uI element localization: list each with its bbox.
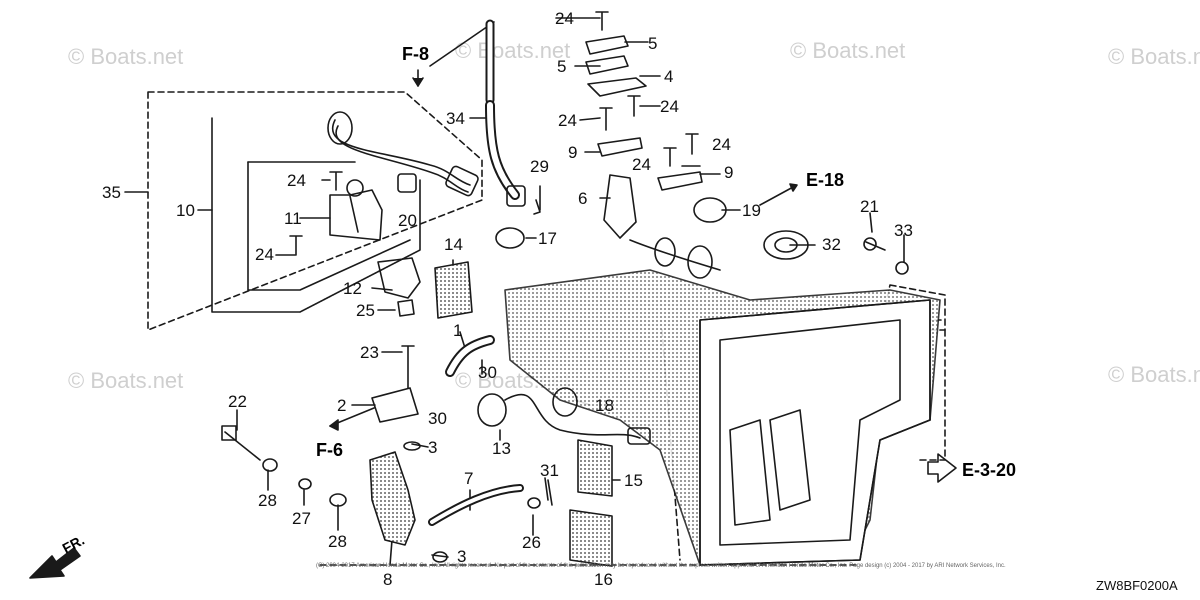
watermark: © Boats.net xyxy=(68,368,184,393)
drawing-code: ZW8BF0200A xyxy=(1096,578,1178,593)
callout-28[interactable]: 28 xyxy=(258,491,277,510)
callout-33[interactable]: 33 xyxy=(894,221,913,240)
callout-24[interactable]: 24 xyxy=(712,135,731,154)
callout-9[interactable]: 9 xyxy=(568,143,578,162)
callout-17[interactable]: 17 xyxy=(538,229,557,248)
callout-24[interactable]: 24 xyxy=(555,9,574,28)
callout-3[interactable]: 3 xyxy=(428,438,438,457)
callout-28[interactable]: 28 xyxy=(328,532,347,551)
watermark: © Boats.net xyxy=(790,38,906,63)
copyright-notice: (C) 2004-2017 American Honda Motor Co., … xyxy=(316,563,1006,569)
callout-22[interactable]: 22 xyxy=(228,392,247,411)
callout-7[interactable]: 7 xyxy=(464,469,474,488)
callout-21[interactable]: 21 xyxy=(860,197,879,216)
callout-30[interactable]: 30 xyxy=(478,363,497,382)
callout-25[interactable]: 25 xyxy=(356,301,375,320)
callout-18[interactable]: 18 xyxy=(595,396,614,415)
ref-E-18[interactable]: E-18 xyxy=(806,170,845,190)
callout-13[interactable]: 13 xyxy=(492,439,511,458)
cover-14 xyxy=(434,261,473,319)
callout-31[interactable]: 31 xyxy=(540,461,559,480)
callout-34[interactable]: 34 xyxy=(446,109,465,128)
callout-29[interactable]: 29 xyxy=(530,157,549,176)
reference-arrow xyxy=(927,453,957,483)
watermark: © Boats.net xyxy=(1108,362,1200,387)
callout-35[interactable]: 35 xyxy=(102,183,121,202)
callout-20[interactable]: 20 xyxy=(398,211,417,230)
front-direction-arrow xyxy=(29,547,81,579)
callout-6[interactable]: 6 xyxy=(578,189,588,208)
callout-3[interactable]: 3 xyxy=(457,547,467,566)
callout-24[interactable]: 24 xyxy=(558,111,577,130)
watermark: © Boats.net xyxy=(1108,44,1200,69)
callout-14[interactable]: 14 xyxy=(444,235,463,254)
callout-23[interactable]: 23 xyxy=(360,343,379,362)
callout-2[interactable]: 2 xyxy=(337,396,347,415)
watermark: © Boats.net xyxy=(455,38,571,63)
callout-11[interactable]: 11 xyxy=(284,209,302,228)
group-box-35 xyxy=(147,91,483,331)
callout-26[interactable]: 26 xyxy=(522,533,541,552)
callout-24[interactable]: 24 xyxy=(660,97,679,116)
group-box-10 xyxy=(211,117,421,313)
callout-9[interactable]: 9 xyxy=(724,163,734,182)
group-box-11 xyxy=(247,161,411,291)
lever-8 xyxy=(369,451,416,546)
callout-10[interactable]: 10 xyxy=(176,201,195,220)
callout-1[interactable]: 1 xyxy=(453,321,463,340)
callout-27[interactable]: 27 xyxy=(292,509,311,528)
callout-4[interactable]: 4 xyxy=(664,67,674,86)
ref-F-6[interactable]: F-6 xyxy=(316,440,343,460)
callout-19[interactable]: 19 xyxy=(742,201,761,220)
callout-24[interactable]: 24 xyxy=(287,171,306,190)
ref-F-8[interactable]: F-8 xyxy=(402,44,429,64)
callout-32[interactable]: 32 xyxy=(822,235,841,254)
callout-24[interactable]: 24 xyxy=(255,245,274,264)
callout-15[interactable]: 15 xyxy=(624,471,643,490)
callout-16[interactable]: 16 xyxy=(594,570,613,589)
callout-12[interactable]: 12 xyxy=(343,279,362,298)
callout-30[interactable]: 30 xyxy=(428,409,447,428)
callout-24[interactable]: 24 xyxy=(632,155,651,174)
callout-5[interactable]: 5 xyxy=(557,57,567,76)
ref-E-3-20[interactable]: E-3-20 xyxy=(962,460,1017,480)
callout-5[interactable]: 5 xyxy=(648,34,658,53)
callout-8[interactable]: 8 xyxy=(383,570,393,589)
watermark: © Boats.net xyxy=(68,44,184,69)
